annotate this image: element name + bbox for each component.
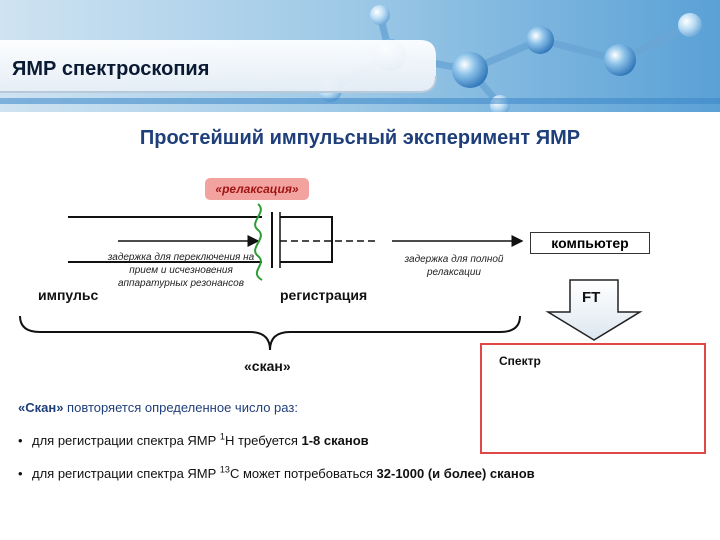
repeat-line: «Скан» повторяется определенное число ра… xyxy=(18,400,298,415)
delay-relax-note: задержка для полной релаксации xyxy=(404,254,504,278)
bullet-1h-pre: для регистрации спектра ЯМР xyxy=(32,433,220,448)
bullet-13c-sup: 13 xyxy=(219,464,230,475)
scan-brace xyxy=(19,315,521,351)
scan-label: «скан» xyxy=(244,358,291,374)
bullet-symbol: • xyxy=(18,466,23,481)
header-banner xyxy=(0,0,720,112)
scan-term: «Скан» xyxy=(18,400,64,415)
registration-label: регистрация xyxy=(280,287,368,303)
slide-subtitle: Простейший импульсный эксперимент ЯМР xyxy=(139,127,581,149)
bullet-1h-bold: 1-8 сканов xyxy=(301,433,369,448)
ft-label: FT xyxy=(582,289,601,306)
bullet-1h: • для регистрации спектра ЯМР 1H требуетс… xyxy=(18,431,369,448)
computer-box: компьютер xyxy=(530,232,650,254)
delay-switch-note: задержка для переключения на прием и исч… xyxy=(107,252,255,289)
bullet-13c-mid: C может потребоваться xyxy=(229,466,377,481)
bullet-13c: • для регистрации спектра ЯМР 13C может п… xyxy=(18,464,535,481)
ft-arrow xyxy=(545,279,643,341)
bullet-1h-mid: H требуется xyxy=(224,433,302,448)
relaxation-wave xyxy=(254,203,263,281)
relaxation-badge: «релаксация» xyxy=(205,178,309,200)
spectrum-frame xyxy=(480,343,706,454)
spectrum-title: Спектр xyxy=(499,354,541,368)
page-title: ЯМР спектроскопия xyxy=(12,58,210,80)
pulse-label: импульс xyxy=(38,287,99,303)
bullet-13c-bold: 32-1000 (и более) сканов xyxy=(376,466,535,481)
bullet-1h-sup: 1 xyxy=(219,431,225,442)
repeat-rest: повторяется определенное число раз: xyxy=(63,400,298,415)
bullet-13c-pre: для регистрации спектра ЯМР xyxy=(32,466,220,481)
acquisition-frame xyxy=(280,216,333,263)
bullet-symbol: • xyxy=(18,433,23,448)
